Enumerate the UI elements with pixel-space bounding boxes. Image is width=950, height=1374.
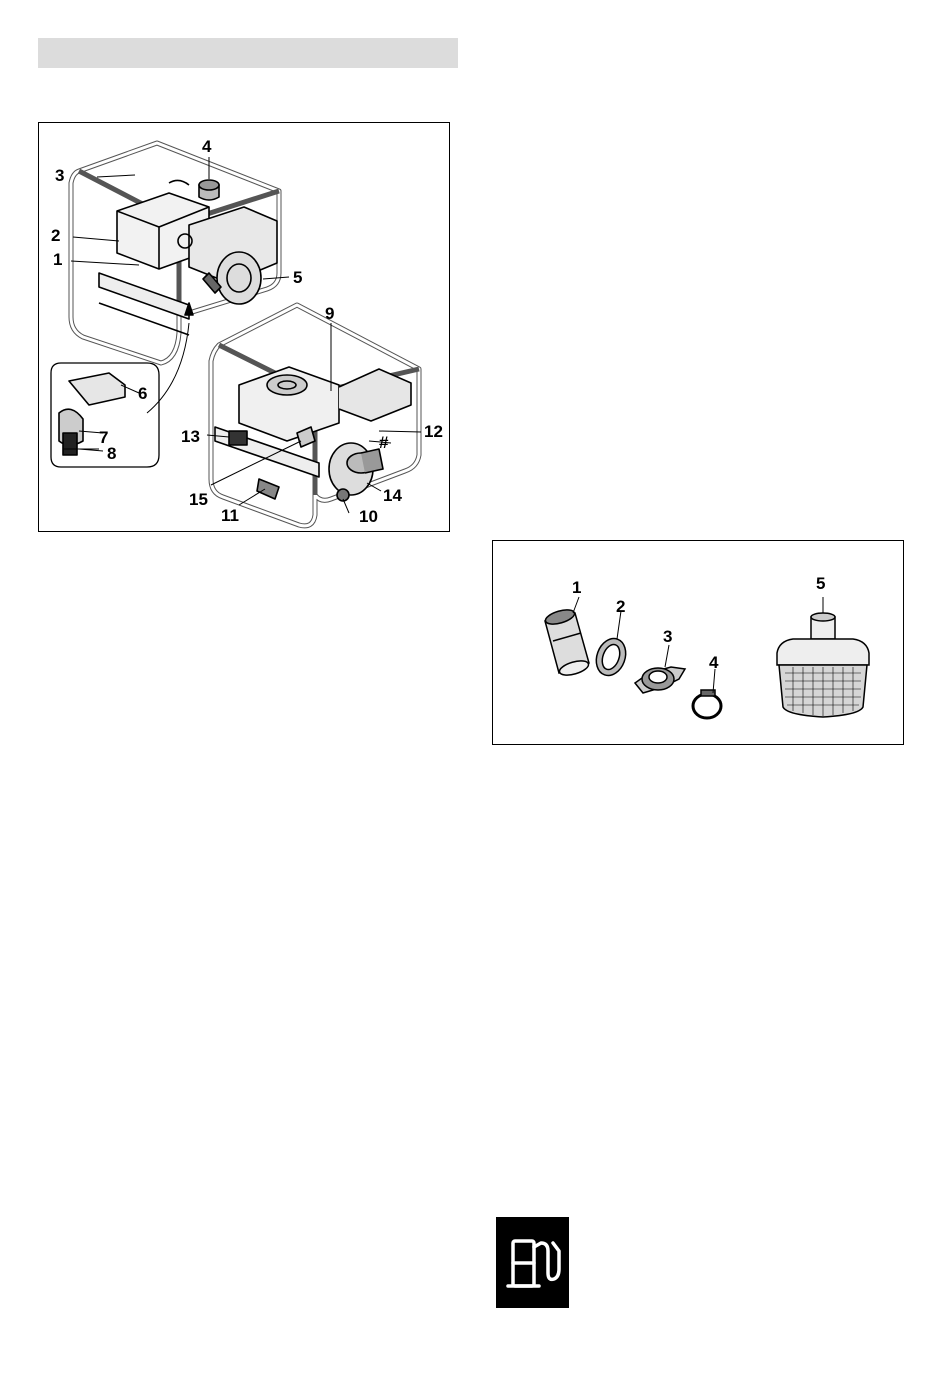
callout-1: 1 <box>572 579 581 596</box>
callout-5: 5 <box>816 575 825 592</box>
callout-4: 4 <box>202 138 211 155</box>
callout-2: 2 <box>616 598 625 615</box>
callout-3: 3 <box>55 167 64 184</box>
callout-11: 11 <box>221 507 239 524</box>
callout-6: 6 <box>138 385 147 402</box>
callout-12: 12 <box>424 423 443 440</box>
fuel-pump-icon <box>496 1217 569 1308</box>
callout-hash: # <box>379 434 388 451</box>
pump-drawing <box>39 123 451 533</box>
pump-overview-figure: 3 4 2 1 5 6 7 8 9 12 # 13 14 15 11 10 <box>38 122 450 532</box>
section-header-bar <box>38 38 458 68</box>
accessories-figure: 1 2 3 4 5 <box>492 540 904 745</box>
callout-3: 3 <box>663 628 672 645</box>
callout-8: 8 <box>107 445 116 462</box>
callout-5: 5 <box>293 269 302 286</box>
callout-14: 14 <box>383 487 402 504</box>
callout-10: 10 <box>359 508 378 525</box>
callout-15: 15 <box>189 491 208 508</box>
callout-1: 1 <box>53 251 62 268</box>
accessories-drawing <box>493 541 905 746</box>
callout-4: 4 <box>709 654 718 671</box>
callout-13: 13 <box>181 428 200 445</box>
callout-2: 2 <box>51 227 60 244</box>
callout-9: 9 <box>325 305 334 322</box>
